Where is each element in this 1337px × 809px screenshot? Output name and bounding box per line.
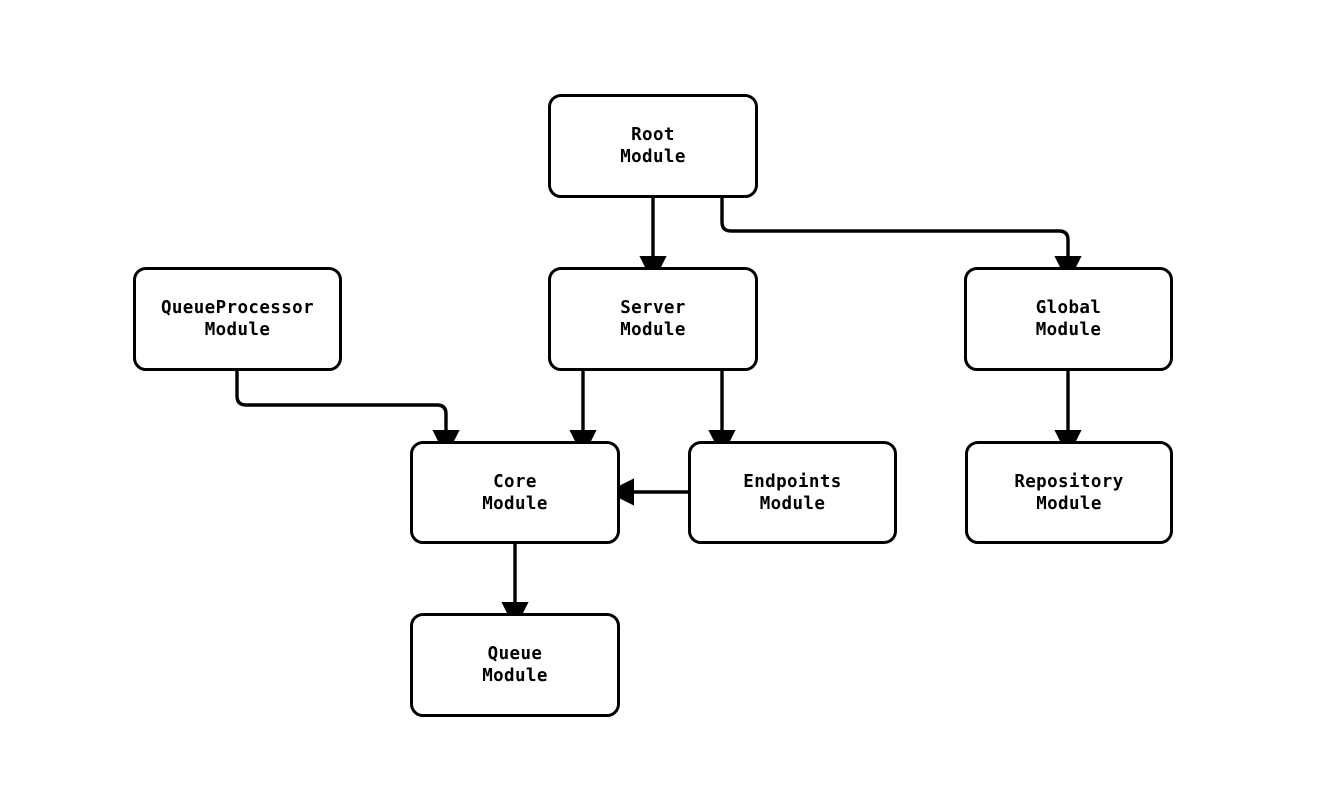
node-queueprocessor-line2: Module: [204, 320, 271, 340]
node-endpoints-line1: Endpoints: [743, 471, 842, 492]
node-server-line1: Server: [620, 298, 686, 318]
node-queueprocessor[interactable]: QueueProcessor Module: [133, 267, 342, 371]
node-global[interactable]: Global Module: [964, 267, 1173, 371]
node-server[interactable]: Server Module: [548, 267, 758, 371]
node-root-line1: Root: [631, 125, 675, 145]
node-server-line2: Module: [620, 320, 686, 340]
node-global-line1: Global: [1035, 298, 1102, 318]
node-core-line2: Module: [482, 493, 548, 514]
node-queue[interactable]: Queue Module: [410, 613, 620, 717]
node-queue-line1: Queue: [487, 644, 543, 664]
node-queueprocessor-line1: QueueProcessor: [160, 298, 315, 318]
node-core-line1: Core: [493, 471, 537, 492]
node-repository-line2: Module: [1036, 493, 1102, 514]
node-core[interactable]: Core Module: [410, 441, 620, 544]
node-endpoints[interactable]: Endpoints Module: [688, 441, 897, 544]
node-root[interactable]: Root Module: [548, 94, 758, 198]
node-repository-line1: Repository: [1014, 471, 1124, 492]
node-queue-line2: Module: [482, 666, 548, 686]
node-global-line2: Module: [1035, 320, 1102, 340]
node-repository[interactable]: Repository Module: [965, 441, 1173, 544]
edge-queueprocessor-to-core: [235, 371, 460, 458]
edge-root-to-global: [720, 198, 1082, 284]
node-root-line2: Module: [620, 147, 686, 167]
node-endpoints-line2: Module: [759, 493, 826, 514]
